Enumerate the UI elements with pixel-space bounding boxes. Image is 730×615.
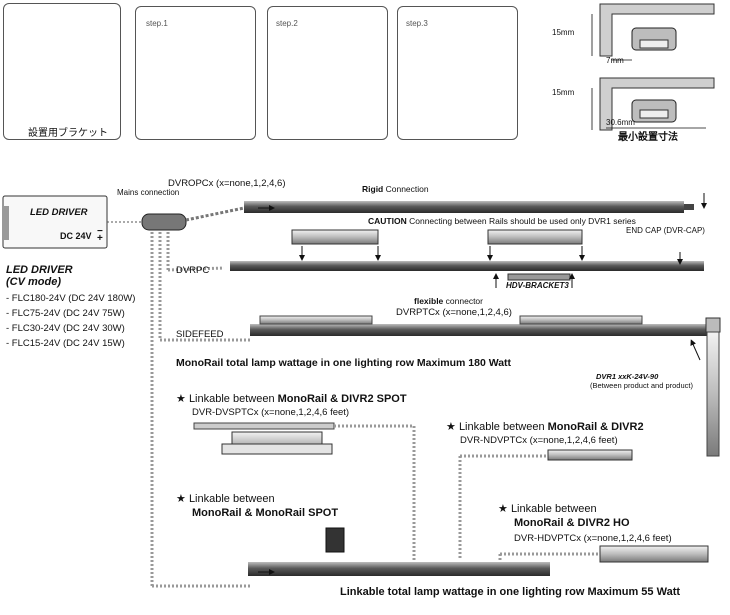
- divr2-part: DVR-NDVPTCx (x=none,1,2,4,6 feet): [460, 435, 618, 446]
- rigid-rest: Connection: [383, 184, 429, 194]
- corner-note-label: (Between product and product): [590, 381, 693, 390]
- min-install-caption: 最小設置寸法: [618, 132, 678, 143]
- divr2-ho-drawing: [498, 545, 709, 566]
- driver-box-voltage: DC 24V: [60, 231, 92, 241]
- divr2ho-line1: Linkable between: [510, 503, 597, 515]
- min-install-drawing: [591, 3, 715, 131]
- divr2-spot-drawing: [193, 422, 416, 560]
- driver-drawing: [2, 195, 250, 588]
- dvrpc-label: DVRPC: [176, 265, 210, 276]
- driver-mode: (CV mode): [6, 276, 61, 288]
- bracket-label: HDV-BRACKET3: [506, 281, 569, 290]
- step1-panel: [135, 6, 256, 140]
- mono-spot-bold-text: MonoRail & MonoRail SPOT: [192, 507, 339, 519]
- driver-model-item: - FLC15-24V (DC 24V 15W): [6, 338, 125, 349]
- rail-row-flexible: [250, 315, 721, 457]
- corner-part-label: DVR1 xxK-24V-90: [596, 372, 659, 381]
- star-icon: ★: [446, 421, 456, 433]
- mains-connection-label: Mains connection: [117, 188, 180, 197]
- flexible-bold: flexible: [414, 296, 444, 306]
- flexible-connector-label: flexible connector: [414, 296, 483, 306]
- rigid-connection-label: Rigid Connection: [362, 184, 429, 194]
- caution-rest: Connecting between Rails should be used …: [406, 216, 636, 226]
- max-55-watt-label: Linkable total lamp wattage in one light…: [340, 586, 681, 598]
- divr2-spot-bold: MonoRail & DIVR2 SPOT: [277, 393, 407, 405]
- divr2-spot-prefix: Linkable between: [188, 393, 278, 405]
- divr2-prefix: Linkable between: [458, 421, 548, 433]
- mono-spot-line1: Linkable between: [188, 493, 275, 505]
- divr2ho-bold-text: MonoRail & DIVR2 HO: [514, 517, 630, 529]
- caution-bold: CAUTION: [368, 216, 407, 226]
- driver-model-item: - FLC180-24V (DC 24V 180W): [6, 293, 136, 304]
- driver-polarity-icon: −+: [97, 226, 103, 244]
- dim-30-6mm: 30.6mm: [606, 118, 635, 127]
- rail-row-bottom: [248, 527, 550, 576]
- divr2ho-heading: ★ Linkable between: [498, 502, 597, 515]
- divr2-spot-part: DVR-DVSPTCx (x=none,1,2,4,6 feet): [192, 407, 350, 418]
- mono-spot-heading: ★ Linkable between: [176, 492, 275, 505]
- divr2-drawing: [458, 449, 633, 560]
- rail-row-dvrpc: [230, 229, 704, 288]
- max-180-watt-label: MonoRail total lamp wattage in one light…: [176, 357, 512, 369]
- divr2ho-part: DVR-HDVPTCx (x=none,1,2,4,6 feet): [514, 533, 672, 544]
- dim-15mm-top: 15mm: [552, 28, 575, 37]
- divr2ho-bold: MonoRail & DIVR2 HO: [514, 517, 630, 529]
- end-cap-label: END CAP (DVR-CAP): [626, 226, 705, 235]
- bracket-caption: 設置用ブラケット: [28, 128, 108, 139]
- driver-model-list: - FLC180-24V (DC 24V 180W) - FLC75-24V (…: [6, 291, 135, 351]
- mono-spot-bold: MonoRail & MonoRail SPOT: [192, 507, 338, 519]
- bracket-panel: [3, 3, 121, 140]
- sidefeed-label: SIDEFEED: [176, 329, 224, 340]
- caution-label: CAUTION Connecting between Rails should …: [368, 216, 636, 226]
- star-icon: ★: [498, 503, 508, 515]
- driver-model-item: - FLC75-24V (DC 24V 75W): [6, 308, 125, 319]
- divr2-heading: ★ Linkable between MonoRail & DIVR2: [446, 420, 644, 433]
- star-icon: ★: [176, 493, 186, 505]
- step3-label: step.3: [406, 19, 428, 28]
- driver-box-label: LED DRIVER: [30, 207, 88, 218]
- star-icon: ★: [176, 393, 186, 405]
- driver-model-item: - FLC30-24V (DC 24V 30W): [6, 323, 125, 334]
- rigid-bold: Rigid: [362, 184, 384, 194]
- step1-label: step.1: [146, 19, 168, 28]
- divr2-bold: MonoRail & DIVR2: [547, 421, 644, 433]
- flexible-rest: connector: [443, 296, 483, 306]
- step2-panel: [267, 6, 388, 140]
- dvrptc-label: DVRPTCx (x=none,1,2,4,6): [396, 307, 512, 318]
- step3-panel: [397, 6, 518, 140]
- divr2-spot-heading: ★ Linkable between MonoRail & DIVR2 SPOT: [176, 392, 407, 405]
- step2-label: step.2: [276, 19, 298, 28]
- dim-15mm-bottom: 15mm: [552, 88, 575, 97]
- rail-row-rigid: [244, 193, 707, 213]
- dvropc-label: DVROPCx (x=none,1,2,4,6): [168, 178, 286, 189]
- dim-7mm: 7mm: [606, 56, 624, 65]
- driver-title: LED DRIVER: [6, 264, 73, 276]
